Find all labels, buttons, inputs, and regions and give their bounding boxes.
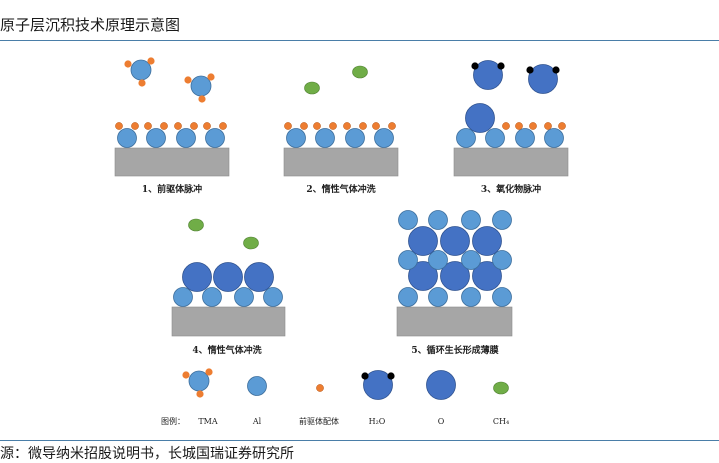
- al-atom: [286, 128, 306, 148]
- substrate: [396, 306, 513, 337]
- surface-ligands: [284, 122, 396, 130]
- al-atom: [345, 128, 365, 148]
- legend: 图例： TMA Al 前驱体配体 H₂O O CH₄: [161, 367, 509, 426]
- step-4-caption: 4、惰性气体冲洗: [192, 344, 261, 356]
- ch4-molecule-icon: [493, 381, 509, 395]
- ald-diagram: 1、前驱体脉冲 2、惰性气体冲洗 3、氧化物脉冲: [114, 56, 569, 426]
- step-1-caption: 1、前驱体脉冲: [142, 183, 202, 195]
- al-atom: [544, 128, 564, 148]
- tma-molecule-icon: [123, 56, 156, 88]
- o-atom: [465, 103, 495, 133]
- al-atom: [515, 128, 535, 148]
- panel-3-oxidant-pulse: 3、氧化物脉冲: [453, 60, 569, 195]
- tma-molecule-icon: [183, 72, 216, 104]
- step-3-caption: 3、氧化物脉冲: [481, 183, 541, 195]
- al-atom: [202, 287, 222, 307]
- substrate: [283, 147, 399, 177]
- substrate: [114, 147, 230, 177]
- h2o-molecule-icon: [360, 370, 396, 400]
- legend-label-ch4: CH₄: [493, 417, 509, 426]
- ch4-molecule-icon: [188, 218, 204, 232]
- al-atom: [234, 287, 254, 307]
- al-atom: [176, 128, 196, 148]
- legend-label-o: O: [438, 417, 445, 426]
- o-atom: [213, 262, 243, 292]
- ch4-molecule-icon: [352, 65, 368, 79]
- bottom-rule: [0, 440, 719, 441]
- al-atom: [173, 287, 193, 307]
- al-atom: [205, 128, 225, 148]
- h2o-molecule-icon: [470, 60, 506, 90]
- legend-label-al: Al: [252, 417, 262, 426]
- al-atom: [263, 287, 283, 307]
- surface-ligands: [115, 122, 227, 130]
- al-atom: [146, 128, 166, 148]
- al-atom-icon: [247, 376, 267, 396]
- ch4-molecule-icon: [304, 81, 320, 95]
- ch4-molecule-icon: [243, 236, 259, 250]
- panel-4-inert-gas-purge: 4、惰性气体冲洗: [171, 218, 286, 356]
- panel-5-cyclic-growth: 5、循环生长形成薄膜: [396, 210, 513, 356]
- legend-label-h2o: H₂O: [369, 417, 386, 426]
- o-atom-icon: [426, 370, 456, 400]
- o-atom: [244, 262, 274, 292]
- step-5-caption: 5、循环生长形成薄膜: [411, 344, 499, 356]
- panel-2-inert-gas-purge: 2、惰性气体冲洗: [283, 65, 399, 195]
- al-atom: [374, 128, 394, 148]
- top-rule: [0, 40, 719, 41]
- al-atom: [117, 128, 137, 148]
- al-atom: [485, 128, 505, 148]
- legend-label-tma: TMA: [198, 417, 218, 426]
- al-atom: [315, 128, 335, 148]
- tma-molecule-icon: [181, 367, 214, 399]
- source-note: 源：微导纳米招股说明书，长城国瑞证券研究所: [0, 446, 294, 462]
- diagram-title: 原子层沉积技术原理示意图: [0, 16, 181, 34]
- substrate: [171, 306, 286, 337]
- substrate: [453, 147, 569, 177]
- legend-label-ligand: 前驱体配体: [299, 416, 339, 426]
- legend-prefix: 图例：: [161, 416, 185, 426]
- precursor-ligand-icon: [316, 384, 324, 392]
- step-2-caption: 2、惰性气体冲洗: [306, 183, 375, 195]
- h2o-molecule-icon: [525, 64, 561, 94]
- o-atom: [182, 262, 212, 292]
- al-atom: [456, 128, 476, 148]
- panel-1-precursor-pulse: 1、前驱体脉冲: [114, 56, 230, 195]
